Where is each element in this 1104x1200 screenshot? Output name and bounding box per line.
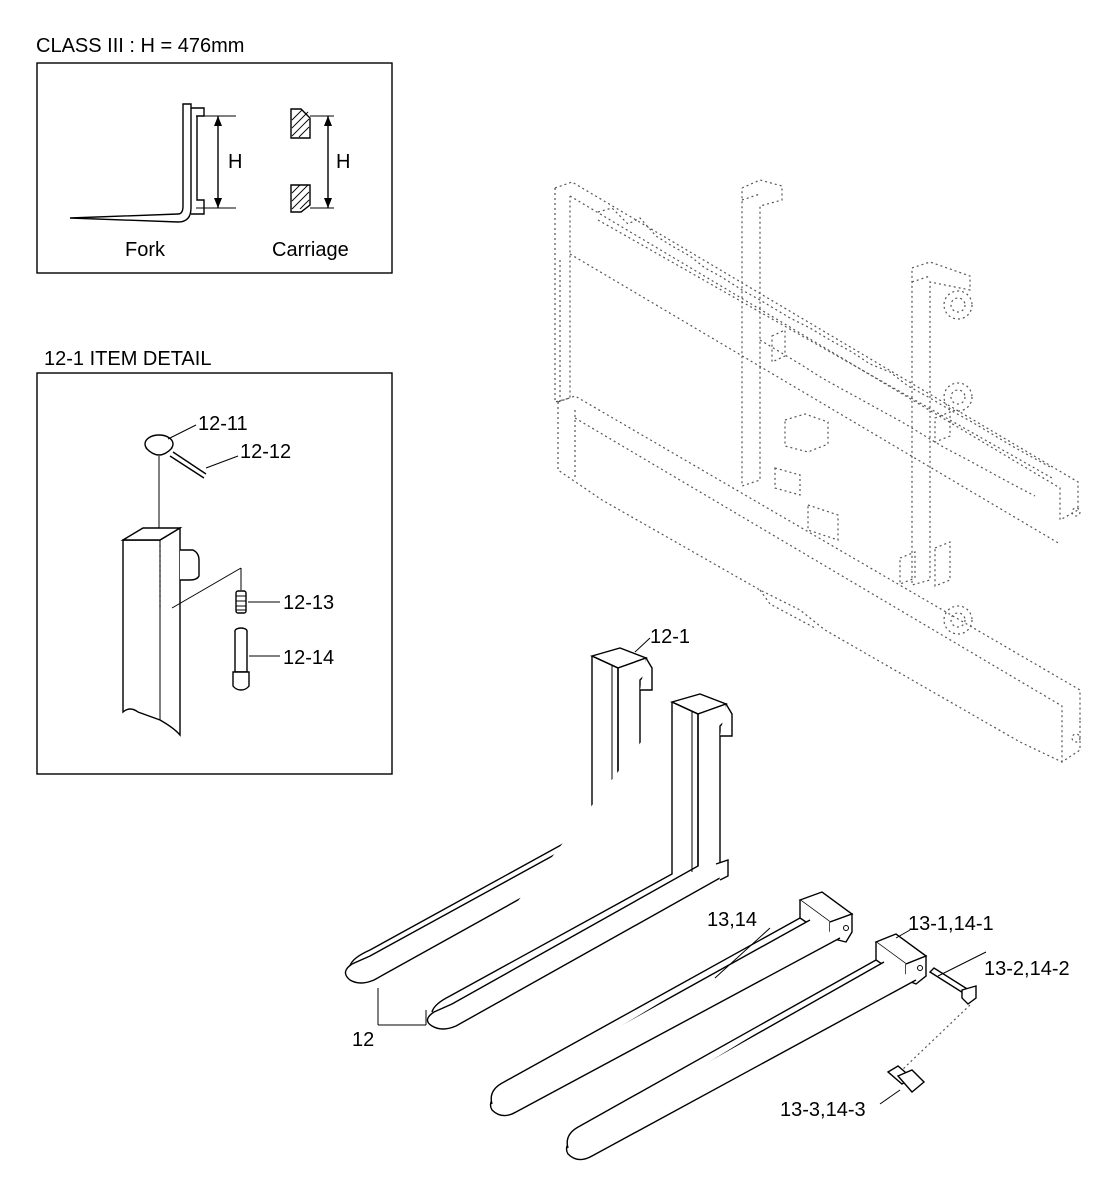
spring-part: 12-13 [235,590,334,614]
class-diagram-panel: CLASS III : H = 476mm H Fork [36,35,393,274]
fork-label: Fork [125,239,166,261]
callout-13-2-14-2: 13-2,14-2 [984,958,1070,980]
plunger-part: 12-14 [232,627,334,691]
fork-profile: H Fork [69,103,242,261]
leader-13-1 [895,929,911,939]
carriage-h-label: H [336,151,350,173]
leader-12 [377,988,427,1026]
detail-box-frame [36,372,393,775]
detail-title: 12-1 ITEM DETAIL [44,348,211,370]
callout-12-14: 12-14 [283,647,334,669]
fork-extension-left [489,891,854,1117]
callout-12-13: 12-13 [283,592,334,614]
class-box-frame [36,62,393,274]
callout-12-12: 12-12 [240,441,291,463]
carriage-label: Carriage [272,239,349,261]
class-title: CLASS III : H = 476mm [36,35,244,57]
leader-12-1 [634,637,651,653]
fork-carriage-phantom [554,179,1081,763]
extension-bolt [879,1004,971,1105]
fork-extension-right [565,933,928,1161]
extension-pin [928,951,987,1005]
item-detail-panel: 12-1 ITEM DETAIL 12-11 12-12 [36,348,393,775]
fork-right [426,693,733,1030]
callout-12: 12 [352,1029,374,1051]
callout-13-1-14-1: 13-1,14-1 [908,913,994,935]
callout-12-11: 12-11 [198,413,248,435]
fork-upright-section [120,526,242,737]
callout-13-3-14-3: 13-3,14-3 [780,1099,866,1121]
callout-12-1: 12-1 [650,626,690,648]
fork-h-label: H [228,151,242,173]
callout-13-14: 13,14 [707,909,757,931]
pin-part: 12-12 [169,441,291,479]
leader-13-14 [714,927,771,979]
knob-part: 12-11 [144,413,248,530]
carriage-profile: H Carriage [272,108,350,261]
